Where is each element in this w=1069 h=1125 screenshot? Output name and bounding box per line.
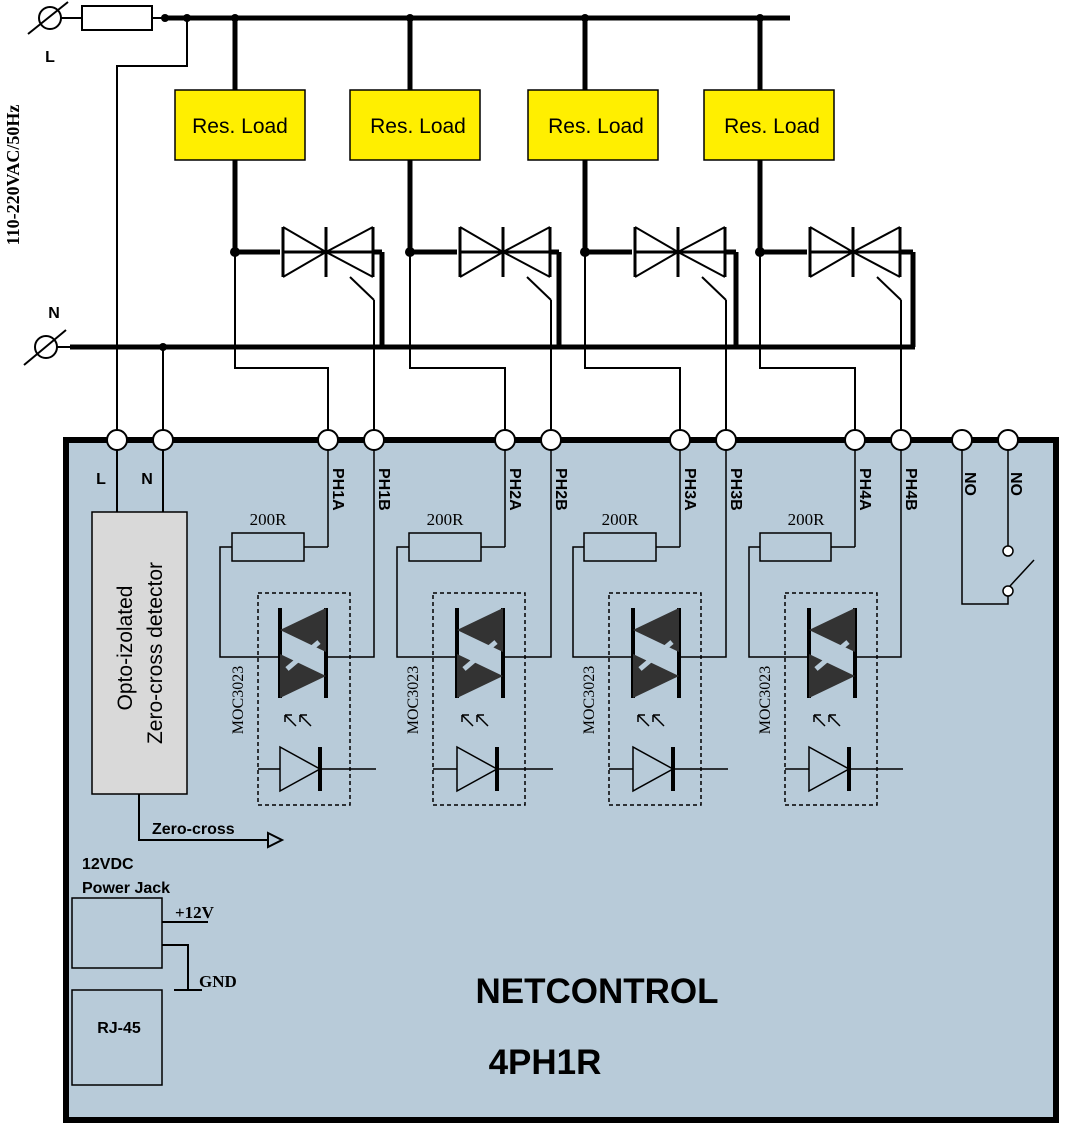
- pin-label-ph2b: PH2B: [552, 468, 569, 511]
- load-channel-1: Res. Load: [174, 14, 385, 430]
- terminal-ph3a: [669, 429, 691, 451]
- detector-line2: Zero-cross detector: [144, 562, 167, 744]
- pin-label-ph1a: PH1A: [329, 468, 346, 511]
- optocoupler-package: [784, 592, 878, 806]
- neutral-label: N: [48, 305, 60, 322]
- load-channel-3: Res. Load: [527, 14, 739, 430]
- terminal-no-2: [997, 429, 1019, 451]
- terminal-ph4b: [890, 429, 912, 451]
- light-arrows-icon: [637, 714, 665, 727]
- resistive-load: [703, 89, 835, 161]
- relay-contact-icon: [1002, 545, 1014, 557]
- terminal-ph2a: [494, 429, 516, 451]
- board-model: 4PH1R: [489, 1043, 602, 1082]
- pin-label-ph3b: PH3B: [727, 468, 744, 511]
- optocoupler-label: MOC3023: [405, 666, 422, 734]
- light-arrows-icon: [461, 714, 489, 727]
- pin-label-ph1b: PH1B: [375, 468, 392, 511]
- terminal-n: [152, 429, 174, 451]
- light-arrows-icon: [813, 714, 841, 727]
- led-icon: [609, 745, 728, 793]
- resistor-label: 200R: [427, 510, 465, 529]
- triac-icon: [458, 225, 552, 279]
- triac-icon: [281, 225, 375, 279]
- load-channel-4: Res. Load: [703, 14, 916, 430]
- zero-cross-label: Zero-cross: [152, 821, 235, 838]
- netcontrol-board: L N Opto-izolated Zero-cross detector Ze…: [63, 429, 1059, 1123]
- board-name: NETCONTROL: [475, 972, 718, 1011]
- opto-channel-3: 200R MOC3023: [572, 450, 728, 806]
- terminal-l-label: L: [96, 471, 106, 488]
- voltage-label: 110-220VAC/50Hz: [3, 105, 23, 246]
- terminal-ph1a: [317, 429, 339, 451]
- relay-terminal-label-2: NO: [1007, 472, 1024, 496]
- triac-icon: [633, 225, 727, 279]
- terminal-no-1: [951, 429, 973, 451]
- opto-channel-2: 200R MOC3023: [396, 450, 553, 806]
- terminal-n-label: N: [141, 471, 153, 488]
- optocoupler-package: [257, 592, 351, 806]
- line-label: L: [45, 49, 55, 66]
- rj45-port: [71, 989, 163, 1086]
- rj45-label: RJ-45: [97, 1020, 141, 1037]
- terminal-ph4a: [844, 429, 866, 451]
- load-label: Res. Load: [548, 115, 644, 138]
- detector-line1: Opto-izolated: [114, 586, 137, 711]
- opto-triac-icon: [278, 608, 328, 698]
- optocoupler-package: [432, 592, 526, 806]
- zero-cross-detector: [91, 511, 188, 795]
- optocoupler-package: [608, 592, 702, 806]
- pin-label-ph4b: PH4B: [902, 468, 919, 511]
- resistive-load: [349, 89, 481, 161]
- pin-label-ph2a: PH2A: [506, 468, 523, 511]
- load-label: Res. Load: [724, 115, 820, 138]
- terminal-ph2b: [540, 429, 562, 451]
- relay-switch-icon: [1009, 559, 1035, 587]
- fuse-icon: [81, 5, 153, 31]
- pin-label-ph4a: PH4A: [856, 468, 873, 511]
- load-label: Res. Load: [192, 115, 288, 138]
- resistor-icon: [759, 532, 832, 562]
- led-icon: [785, 745, 903, 793]
- led-icon: [433, 745, 553, 793]
- optocoupler-label: MOC3023: [757, 666, 774, 734]
- arrow-icon: [267, 831, 285, 849]
- led-icon: [258, 745, 376, 793]
- resistor-label: 200R: [788, 510, 826, 529]
- power-jack: [71, 897, 163, 969]
- terminal-ph1b: [363, 429, 385, 451]
- triac-icon: [808, 225, 902, 279]
- opto-triac-icon: [631, 608, 681, 698]
- resistor-label: 200R: [602, 510, 640, 529]
- resistive-load: [174, 89, 306, 161]
- pin-label-ph3a: PH3A: [681, 468, 698, 511]
- resistive-load: [527, 89, 659, 161]
- opto-channel-4: 200R MOC3023: [748, 450, 903, 806]
- load-label: Res. Load: [370, 115, 466, 138]
- terminal-l: [106, 429, 128, 451]
- supply-wiring: L N 110-220VAC/50Hz: [3, 1, 915, 430]
- power-jack-line1: 12VDC: [82, 856, 134, 873]
- resistor-icon: [231, 532, 305, 562]
- plus12v-label: +12V: [175, 903, 215, 922]
- optocoupler-label: MOC3023: [581, 666, 598, 734]
- resistor-label: 200R: [250, 510, 288, 529]
- resistor-icon: [583, 532, 657, 562]
- light-arrows-icon: [284, 714, 312, 727]
- optocoupler-label: MOC3023: [230, 666, 247, 734]
- relay-contact-icon: [1002, 585, 1014, 597]
- power-jack-line2: Power Jack: [82, 880, 170, 897]
- relay-terminal-label-1: NO: [961, 472, 978, 496]
- load-channel-2: Res. Load: [349, 14, 562, 430]
- resistor-icon: [408, 532, 482, 562]
- opto-channel-1: 200R MOC3023: [219, 450, 376, 806]
- opto-triac-icon: [455, 608, 505, 698]
- board-outline: [63, 437, 1059, 1123]
- gnd-label: GND: [199, 972, 237, 991]
- opto-triac-icon: [807, 608, 857, 698]
- terminal-ph3b: [715, 429, 737, 451]
